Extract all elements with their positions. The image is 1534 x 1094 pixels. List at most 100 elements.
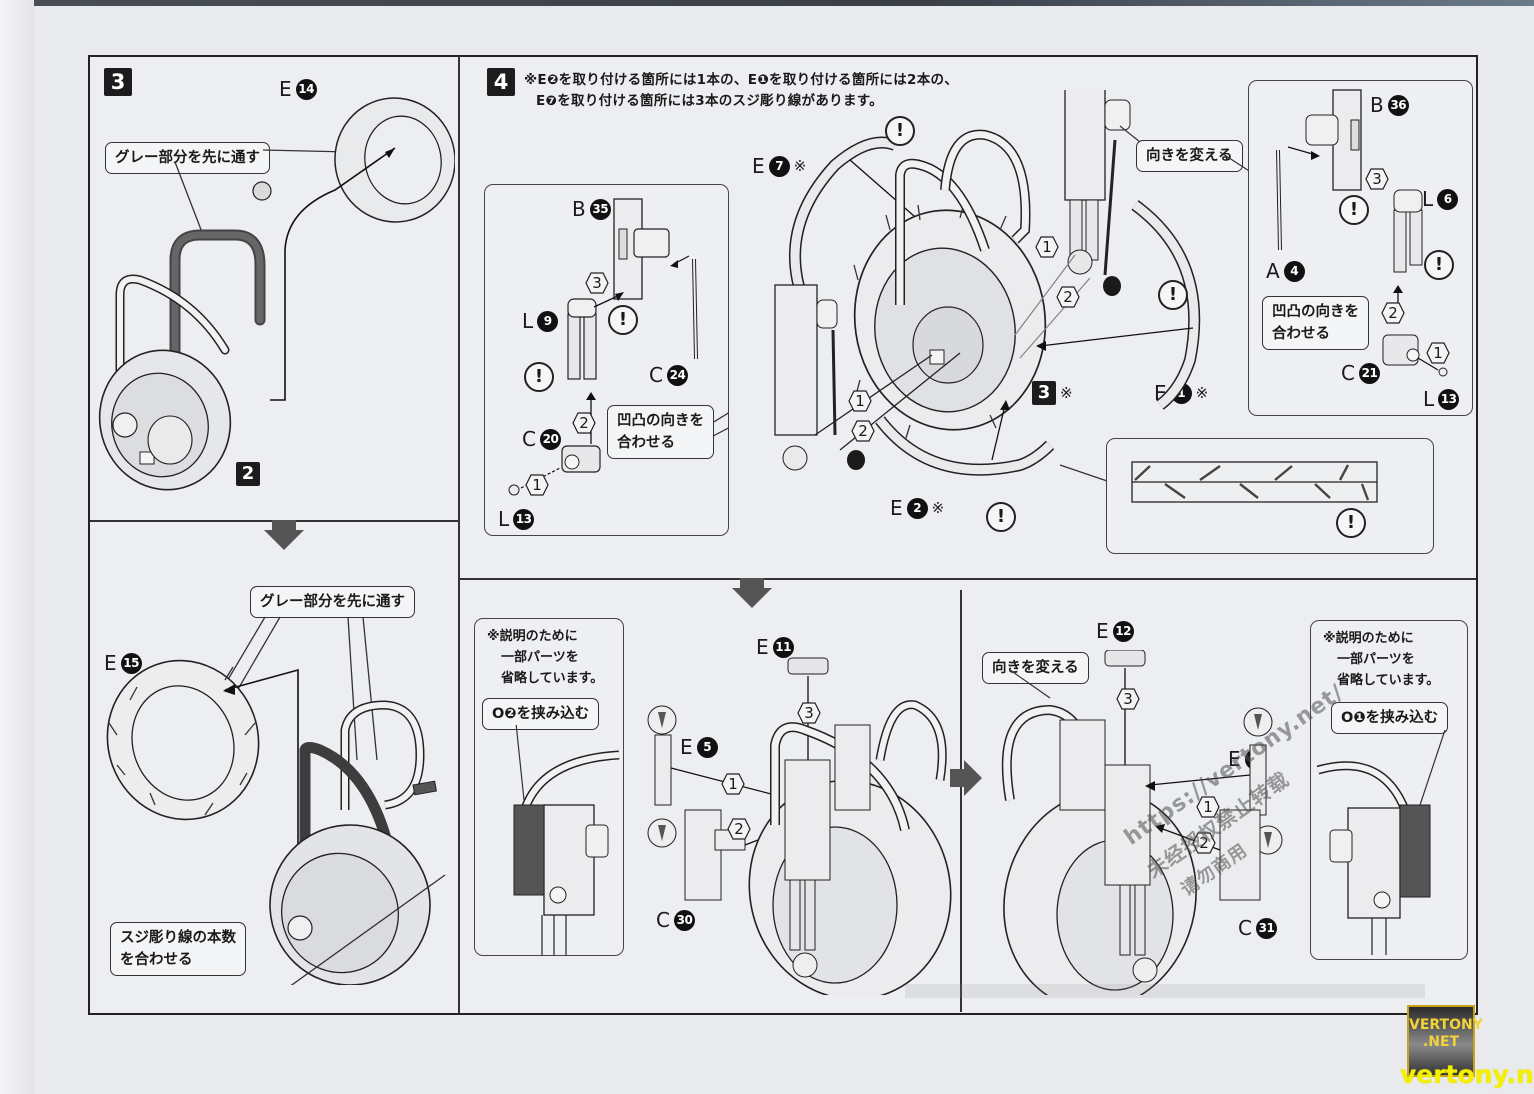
- runner-letter: B: [1370, 93, 1384, 117]
- step-hex-2-right: 2: [1381, 302, 1405, 324]
- illustration-left-fork-assembly: [508, 198, 729, 496]
- illustration-right-fork-assembly: [1248, 89, 1448, 377]
- callout-line-2: 合わせる: [617, 435, 675, 451]
- step-hex-2-lower: 2: [851, 420, 875, 442]
- runner-letter: E: [104, 651, 117, 675]
- runner-letter: E: [756, 635, 769, 659]
- step-hex-1-lower: 1: [848, 390, 872, 412]
- callout-clamp-o1: O❶を挟み込む: [1331, 702, 1449, 734]
- callout-line-1: スジ彫り線の本数: [120, 930, 236, 946]
- part-label-l13-right: L 13: [1423, 387, 1460, 411]
- vertony-logo: VERTONY .NET: [1407, 1005, 1483, 1077]
- omitted-parts-note-left: ※説明のために 一部パーツを 省略しています。: [487, 626, 603, 689]
- step-hex-1-bottom-right: 1: [1196, 796, 1220, 818]
- divider-step4-bottom: [960, 590, 962, 1012]
- warning-icon: !: [608, 305, 638, 335]
- runner-letter: E: [1096, 619, 1109, 643]
- runner-letter: C: [522, 427, 536, 451]
- part-label-e12: E 12: [1096, 620, 1134, 642]
- part-label-e5: E 5: [680, 736, 718, 758]
- warning-icon: !: [1158, 280, 1188, 310]
- scan-top-edge: [0, 0, 1534, 6]
- illustration-clamp-detail-left: [513, 725, 624, 955]
- part-label-c24: C 24: [649, 364, 688, 386]
- step-hex-1-upper: 1: [1035, 236, 1059, 258]
- nub-marker-icon: [252, 181, 272, 201]
- omitted-parts-note-right: ※説明のために 一部パーツを 省略しています。: [1323, 628, 1439, 691]
- part-label-c31: C 31: [1238, 917, 1277, 939]
- divider-step4-horizontal: [460, 578, 1476, 580]
- part-number-badge: 13: [513, 508, 535, 530]
- runner-letter: C: [649, 363, 663, 387]
- warning-icon: !: [524, 362, 554, 392]
- part-number-badge: 9: [537, 310, 559, 332]
- step-4-number: 4: [487, 68, 515, 96]
- part-number-badge: 12: [1112, 620, 1134, 642]
- down-arrow-icon: [264, 520, 304, 550]
- illustration-step3-tire-mount: [106, 616, 446, 985]
- part-label-l13-left: L 13: [498, 507, 535, 531]
- callout-match-line-count: スジ彫り線の本数 を合わせる: [110, 922, 246, 976]
- part-number-badge: 20: [539, 428, 561, 450]
- logo-line-2: .NET: [1422, 1034, 1460, 1050]
- part-number-badge: 30: [673, 909, 695, 931]
- step-hex-2-left: 2: [572, 412, 596, 434]
- logo-line-1: VERTONY: [1409, 1017, 1483, 1033]
- illustration-wheel-main-assembly: [774, 90, 1201, 483]
- note-line-2: E❼を取り付ける箇所には3本のスジ彫り線があります。: [536, 93, 883, 109]
- runner-letter: E: [1228, 747, 1241, 771]
- illustration-brake-assembly-right: [1001, 650, 1283, 995]
- runner-letter: L: [498, 507, 510, 531]
- callout-clamp-o2: O❷を挟み込む: [482, 698, 600, 730]
- part-number-badge: 6: [1437, 188, 1459, 210]
- runner-letter: L: [522, 309, 534, 333]
- part-number-badge: 24: [666, 364, 688, 386]
- callout-line-1: 凹凸の向きを: [617, 413, 704, 429]
- note-line-1: ※E❷を取り付ける箇所には1本の、E❶を取り付ける箇所には2本の、: [524, 72, 959, 88]
- part-number-badge: 4: [1283, 260, 1305, 282]
- part-number-badge: 13: [1438, 388, 1460, 410]
- runner-letter: B: [572, 197, 586, 221]
- divider-step3-step4: [458, 56, 460, 1014]
- part-number-badge: 14: [295, 78, 317, 100]
- part-label-e15: E 15: [104, 652, 142, 674]
- illustration-tread-groove-detail: [1131, 461, 1378, 503]
- step-hex-3-bottom-right: 3: [1116, 688, 1140, 710]
- step-hex-2-bottom-left: 2: [727, 818, 751, 840]
- callout-gray-first-bottom: グレー部分を先に通す: [250, 586, 415, 618]
- part-number-badge: 2: [906, 497, 928, 519]
- right-arrow-icon: [950, 760, 982, 796]
- step-hex-1-bottom-left: 1: [721, 773, 745, 795]
- part-number-badge: 5: [696, 736, 718, 758]
- note-line-3: 省略しています。: [501, 671, 604, 686]
- down-arrow-icon: [732, 578, 772, 608]
- warning-icon: !: [885, 116, 915, 146]
- asterisk-mark: ※: [931, 499, 945, 517]
- logo-url-text: vertony.net: [1400, 1060, 1534, 1089]
- runner-letter: E: [279, 77, 292, 101]
- runner-letter: L: [1423, 387, 1435, 411]
- part-label-b35: B 35: [572, 198, 611, 220]
- part-number-badge: 36: [1387, 94, 1409, 116]
- runner-letter: C: [1341, 361, 1355, 385]
- callout-change-direction-top: 向きを変える: [1136, 140, 1243, 172]
- callout-line-1: 凹凸の向きを: [1272, 304, 1359, 320]
- part-label-e2: E 2 ※: [890, 497, 944, 519]
- detail-box-left-fork: [484, 184, 729, 536]
- callout-align-notch-left: 凹凸の向きを 合わせる: [607, 405, 714, 459]
- part-label-e14: E 14: [279, 78, 317, 100]
- warning-icon: !: [1336, 508, 1366, 538]
- callout-pointer: [1119, 125, 1261, 179]
- callout-gray-first-top: グレー部分を先に通す: [105, 142, 270, 174]
- note-line-2: 一部パーツを: [501, 650, 579, 665]
- part-number-badge: 15: [120, 652, 142, 674]
- step-hex-2-bottom-right: 2: [1192, 832, 1216, 854]
- part-label-a4: A 4: [1266, 260, 1305, 282]
- asterisk-mark: ※: [1195, 384, 1209, 402]
- part-number-badge: 35: [589, 198, 611, 220]
- part-label-l6: L 6: [1422, 188, 1459, 210]
- part-label-b36: B 36: [1370, 94, 1409, 116]
- step-4-note: ※E❷を取り付ける箇所には1本の、E❶を取り付ける箇所には2本の、 E❼を取り付…: [524, 70, 958, 112]
- step-hex-3-right: 3: [1365, 168, 1389, 190]
- part-number-badge: 31: [1255, 917, 1277, 939]
